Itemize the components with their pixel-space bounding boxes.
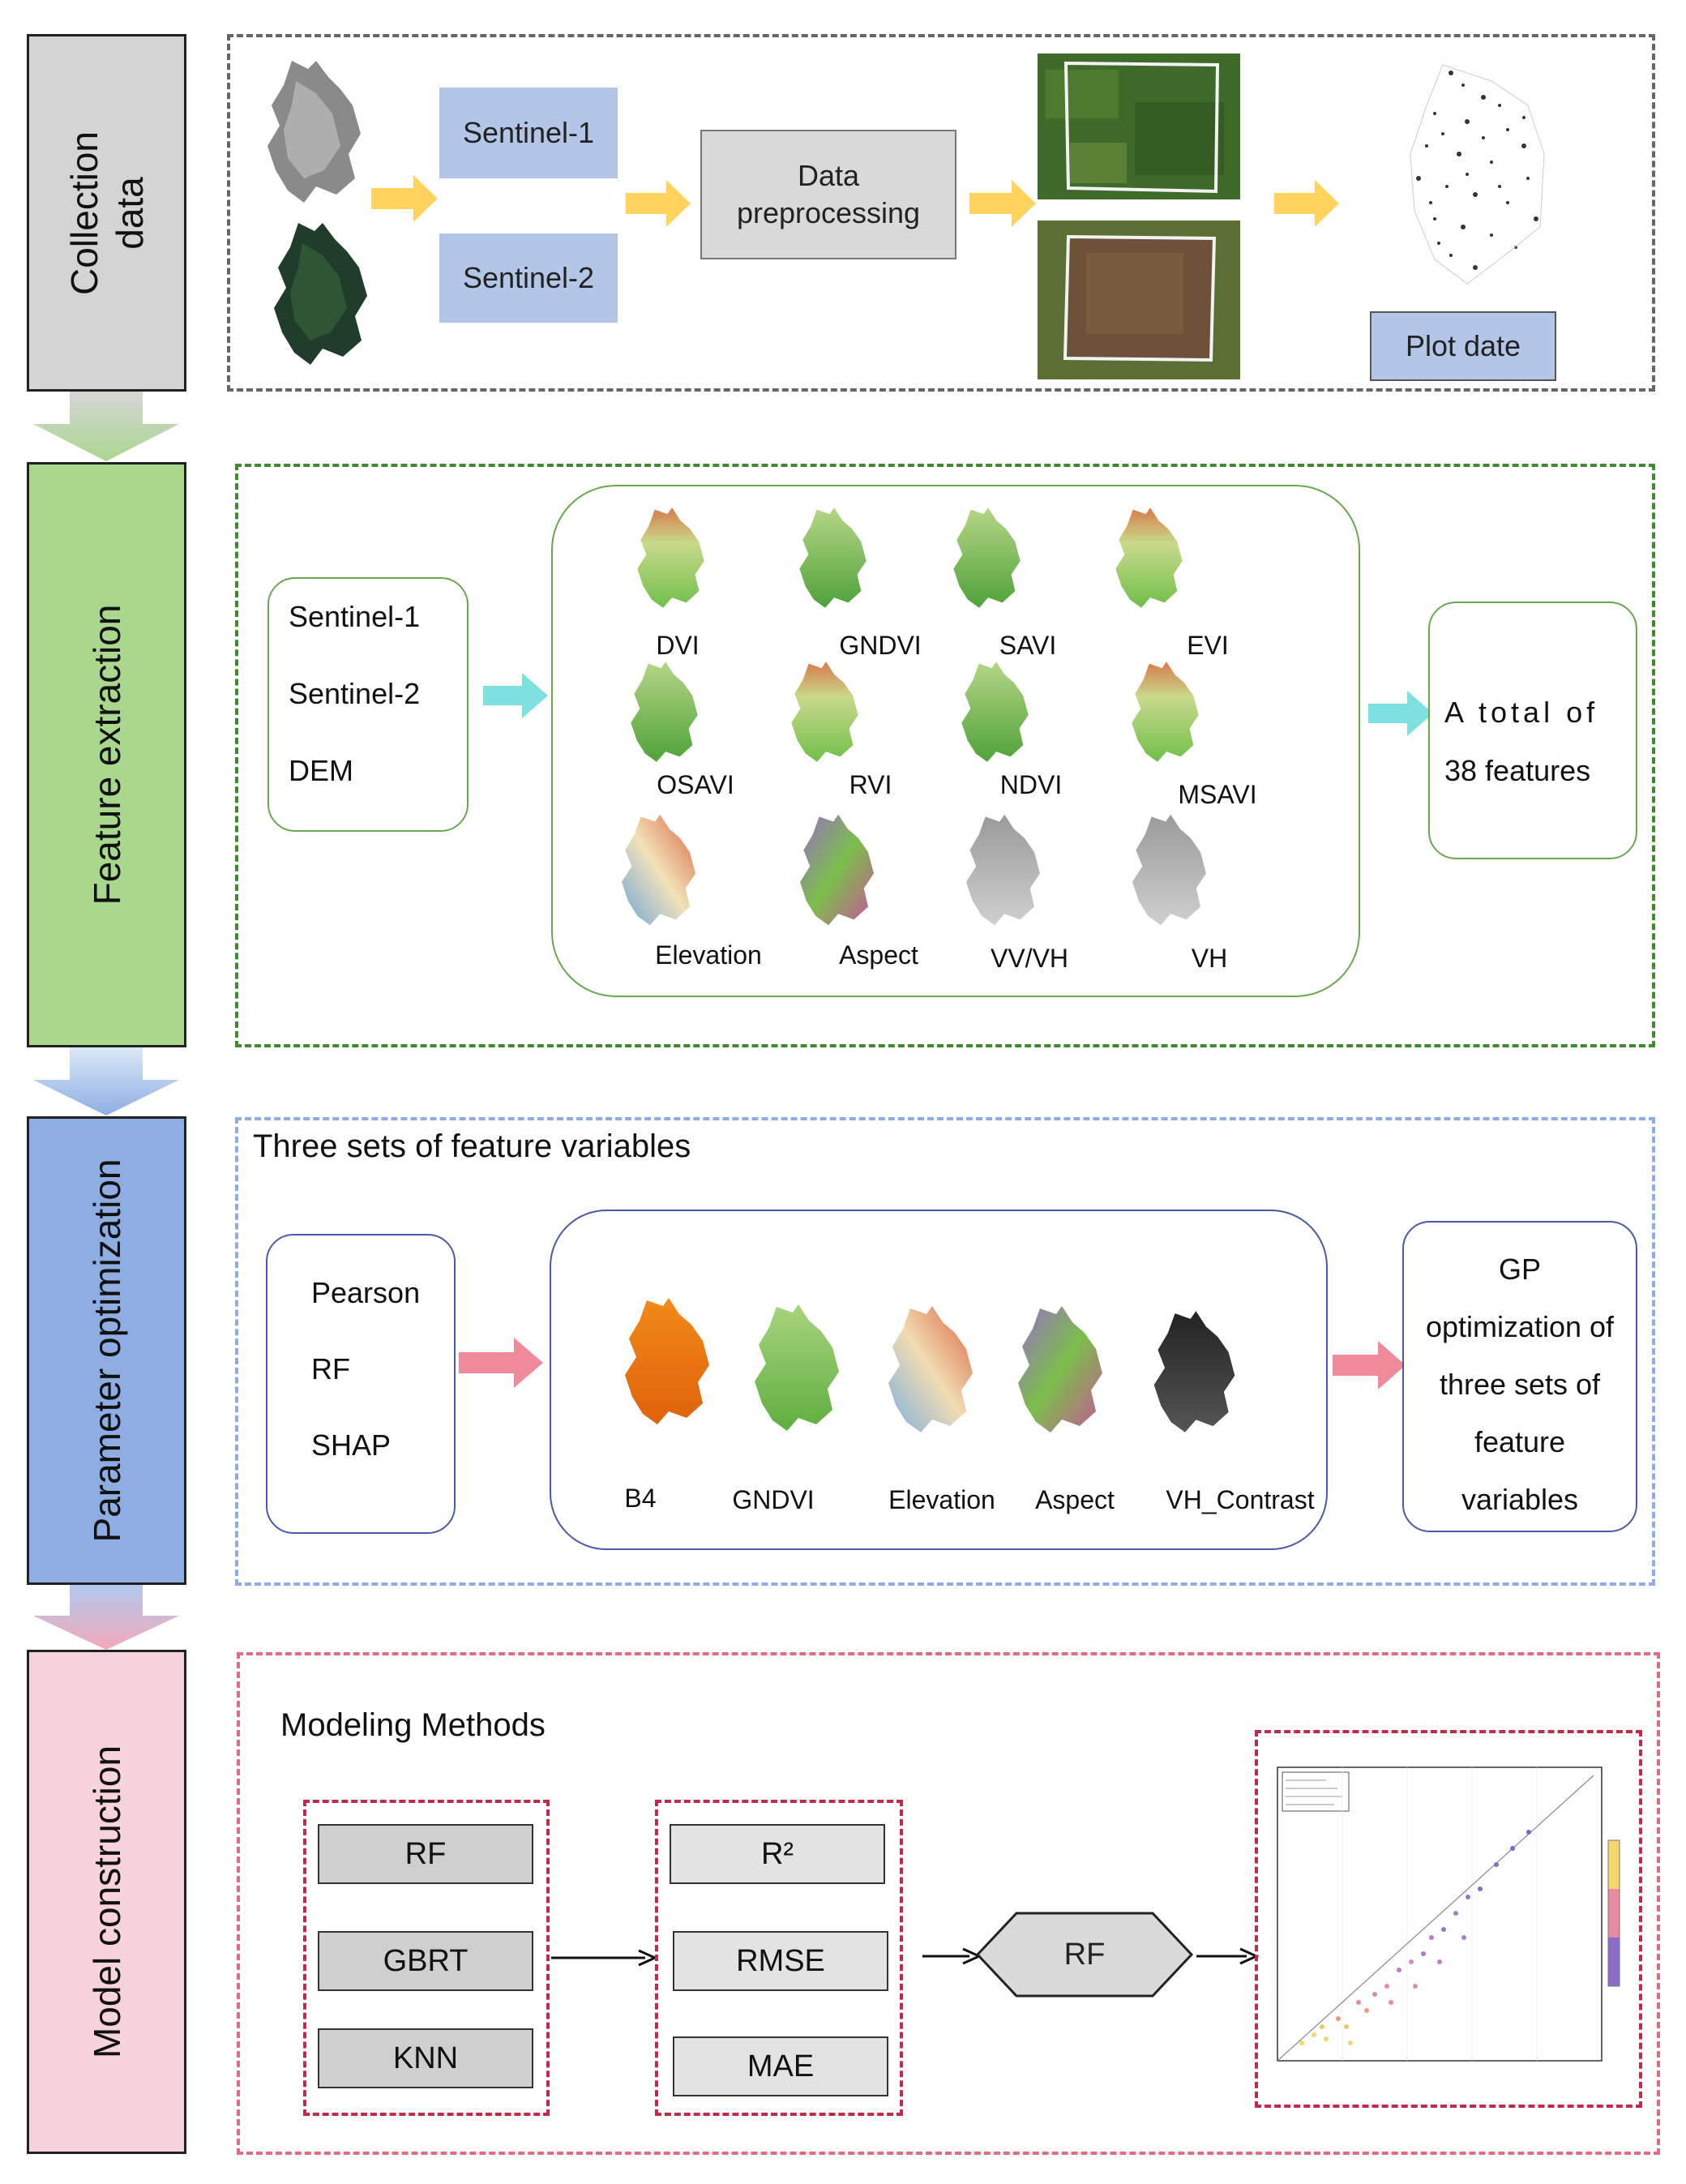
model-frame bbox=[237, 1652, 1660, 2155]
param-title: Three sets of feature variables bbox=[253, 1128, 691, 1164]
feature-inputs-box bbox=[267, 577, 469, 832]
sentinel-2-box: Sentinel-2 bbox=[439, 233, 618, 323]
param-result-line5: variables bbox=[1461, 1483, 1579, 1516]
scatter-result-plot bbox=[1277, 1766, 1620, 2062]
metric-rmse: RMSE bbox=[673, 1931, 888, 1991]
param-result-line2: optimization of bbox=[1425, 1310, 1615, 1343]
yellow-arrow-1 bbox=[371, 175, 438, 222]
param-method-rf: RF bbox=[311, 1352, 350, 1385]
stage-feature-extraction: Feature extraction bbox=[27, 462, 186, 1047]
stage-collection-label: Collection data bbox=[62, 131, 152, 295]
result-plot-group bbox=[1255, 1730, 1642, 2108]
stage-collection-line1: Collection bbox=[62, 131, 105, 295]
metric-rmse-label: RMSE bbox=[736, 1943, 825, 1978]
feature-frame bbox=[235, 464, 1655, 1047]
pink-arrow-1 bbox=[459, 1338, 543, 1388]
map-label-ndvi: NDVI bbox=[999, 770, 1063, 799]
metric-mae-label: MAE bbox=[747, 2049, 815, 2083]
param-result-box bbox=[1402, 1221, 1637, 1532]
field-photo-green bbox=[1038, 54, 1240, 199]
algorithm-gbrt-label: GBRT bbox=[383, 1943, 469, 1978]
param-frame bbox=[235, 1117, 1655, 1586]
param-result-line4: feature bbox=[1474, 1425, 1566, 1458]
stage-collection-data: Collection data bbox=[27, 34, 186, 392]
down-arrow-2 bbox=[33, 1047, 179, 1116]
model-title: Modeling Methods bbox=[280, 1707, 546, 1743]
sentinel-1-box: Sentinel-1 bbox=[439, 88, 618, 178]
metrics-group bbox=[655, 1800, 903, 2116]
feature-input-sentinel2: Sentinel-2 bbox=[289, 677, 421, 710]
preprocessing-line1: Data bbox=[797, 159, 860, 192]
algorithms-group bbox=[303, 1800, 550, 2116]
metric-mae: MAE bbox=[673, 2036, 888, 2096]
yellow-arrow-2 bbox=[626, 180, 691, 227]
sentinel-1-label: Sentinel-1 bbox=[462, 116, 595, 149]
down-arrow-3 bbox=[33, 1585, 179, 1650]
stage-parameter-optimization: Parameter optimization bbox=[27, 1116, 186, 1585]
feature-result-line1: A total of bbox=[1444, 696, 1599, 729]
algorithm-gbrt: GBRT bbox=[318, 1931, 533, 1991]
plot-points-map bbox=[1410, 64, 1545, 285]
province-map-green bbox=[274, 223, 367, 365]
feature-result-line2: 38 features bbox=[1444, 754, 1591, 787]
preprocessing-line2: preprocessing bbox=[736, 196, 921, 229]
param-method-pearson: Pearson bbox=[311, 1276, 421, 1309]
cyan-arrow-2 bbox=[1368, 691, 1433, 736]
map-label-evi: EVI bbox=[1187, 631, 1229, 660]
map-label-aspect: Aspect bbox=[839, 940, 918, 970]
best-model-hexagon bbox=[975, 1912, 1194, 1998]
province-map-gray bbox=[267, 61, 361, 203]
stage-model-construction: Model construction bbox=[27, 1650, 186, 2154]
algorithm-knn-label: KNN bbox=[392, 2041, 459, 2075]
feature-input-sentinel1: Sentinel-1 bbox=[289, 600, 421, 633]
param-map-label-b4: B4 bbox=[624, 1484, 657, 1513]
arrow-best-to-plot bbox=[1196, 1947, 1260, 1965]
map-label-dvi: DVI bbox=[656, 631, 700, 660]
feature-maps-grid bbox=[622, 507, 1206, 926]
stage-feature-label: Feature extraction bbox=[85, 604, 128, 906]
algorithm-rf-label: RF bbox=[404, 1836, 447, 1871]
map-label-osavi: OSAVI bbox=[657, 770, 734, 799]
param-methods-box bbox=[266, 1234, 456, 1534]
param-result-line3: three sets of bbox=[1439, 1368, 1601, 1401]
param-map-label-gndvi: GNDVI bbox=[732, 1485, 815, 1514]
stage-param-label: Parameter optimization bbox=[85, 1158, 128, 1543]
map-label-msavi: MSAVI bbox=[1178, 780, 1257, 809]
cyan-arrow-1 bbox=[483, 673, 548, 718]
pink-arrow-2 bbox=[1333, 1341, 1406, 1390]
map-label-vvvh: VV/VH bbox=[990, 944, 1069, 973]
algorithm-rf: RF bbox=[318, 1824, 533, 1884]
map-label-gndvi: GNDVI bbox=[839, 631, 922, 660]
metric-r2: R² bbox=[670, 1824, 885, 1884]
best-model-text: RF bbox=[1063, 1937, 1106, 1972]
map-label-vh: VH bbox=[1191, 944, 1228, 973]
map-label-elevation: Elevation bbox=[655, 940, 762, 970]
data-preprocessing-box: Data preprocessing bbox=[700, 130, 956, 259]
param-map-label-aspect: Aspect bbox=[1035, 1485, 1115, 1514]
param-result-line1: GP bbox=[1498, 1253, 1541, 1286]
yellow-arrow-3 bbox=[969, 180, 1036, 227]
sentinel-2-label: Sentinel-2 bbox=[462, 261, 595, 294]
collection-frame bbox=[227, 34, 1655, 392]
map-label-rvi: RVI bbox=[849, 770, 892, 799]
yellow-arrow-4 bbox=[1274, 180, 1339, 227]
field-photo-brown bbox=[1038, 221, 1240, 379]
arrow-algorithms-to-metrics bbox=[551, 1949, 658, 1967]
plot-date-label: Plot date bbox=[1405, 329, 1521, 362]
param-method-shap: SHAP bbox=[311, 1428, 392, 1462]
best-model-label: RF bbox=[976, 1912, 1193, 1998]
param-map-label-vh-contrast: VH_Contrast bbox=[1166, 1485, 1315, 1514]
arrow-metrics-to-best bbox=[922, 1947, 982, 1965]
param-result-text: GP optimization of three sets of feature… bbox=[1402, 1240, 1637, 1528]
stage-model-label: Model construction bbox=[85, 1745, 128, 2059]
down-arrow-1 bbox=[33, 392, 179, 461]
feature-result-box bbox=[1428, 602, 1637, 859]
plot-date-box: Plot date bbox=[1370, 311, 1556, 381]
algorithm-knn: KNN bbox=[318, 2028, 533, 2088]
metric-r2-label: R² bbox=[760, 1836, 794, 1871]
feature-input-dem: DEM bbox=[289, 754, 353, 787]
param-map-label-elevation: Elevation bbox=[888, 1485, 995, 1514]
stage-collection-line2: data bbox=[108, 176, 151, 250]
map-label-savi: SAVI bbox=[999, 631, 1057, 660]
